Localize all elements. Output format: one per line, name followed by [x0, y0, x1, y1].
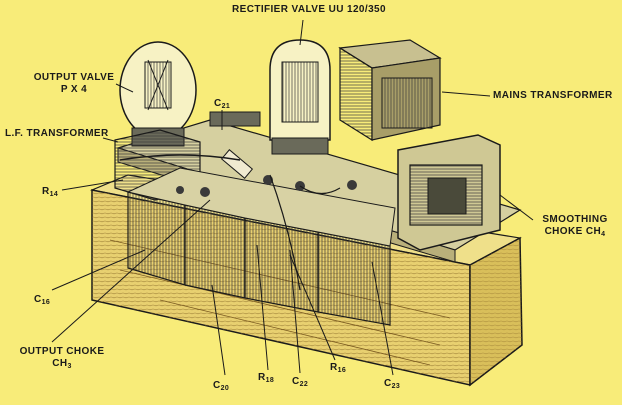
block-c16 [127, 191, 186, 286]
label-r14-sub: 14 [49, 191, 59, 198]
label-output-choke-line2-a: CH [52, 358, 68, 369]
mains-transformer-coil [381, 77, 433, 129]
leader-lines [51, 19, 534, 376]
terminal [347, 180, 357, 190]
output-valve [119, 41, 197, 147]
leader-c22 [289, 249, 301, 374]
label-output-choke: OUTPUT CHOKE CH3 [14, 346, 110, 373]
label-c16-sub: 16 [41, 299, 51, 306]
block-c23 [317, 231, 391, 326]
label-c23-main: C [384, 378, 392, 389]
label-output-valve-line1: OUTPUT VALVE [33, 72, 115, 83]
base-grain-line [159, 299, 431, 366]
label-smoothing-line2-sub: 4 [601, 231, 606, 238]
terminal [176, 186, 184, 194]
label-c23-sub: 23 [391, 383, 401, 390]
leader-mains-transformer [441, 91, 491, 97]
block-c22 [244, 217, 319, 313]
rectifier-valve-base [271, 137, 329, 155]
label-r18: R18 [258, 372, 274, 387]
component-blocks [126, 167, 396, 326]
label-c23: C23 [384, 378, 400, 393]
rectifier-valve [269, 39, 331, 155]
label-c16: C16 [34, 294, 50, 309]
leader-lf-transformer [102, 137, 119, 143]
label-output-choke-line1: OUTPUT CHOKE [19, 346, 105, 357]
leader-smoothing-choke [499, 194, 534, 221]
valve-holder-bracket [209, 111, 261, 127]
blocks-top [126, 167, 396, 247]
label-c21: C21 [214, 98, 230, 113]
terminal [200, 187, 210, 197]
leader-output-choke [51, 199, 211, 343]
leader-c20 [211, 284, 226, 376]
label-c16-main: C [34, 294, 42, 305]
label-mains-transformer: MAINS TRANSFORMER [493, 90, 613, 101]
leader-output-valve [115, 83, 134, 93]
leader-rectifier [299, 19, 304, 46]
label-output-valve-line2: P X 4 [60, 84, 88, 95]
smoothing-choke-winding [427, 177, 467, 215]
base-side-grain [470, 238, 522, 385]
leader-c23 [371, 261, 394, 376]
leader-r14 [61, 179, 124, 191]
block-c20 [184, 204, 246, 299]
label-c22-sub: 22 [299, 381, 309, 388]
output-valve-filament [147, 59, 169, 111]
smoothing-choke [397, 134, 501, 251]
label-c20-sub: 20 [220, 385, 230, 392]
label-r18-main: R [258, 372, 266, 383]
label-r16: R16 [330, 362, 346, 377]
label-r14-main: R [42, 186, 50, 197]
leader-r16 [289, 254, 336, 361]
label-rectifier-valve: RECTIFIER VALVE UU 120/350 [232, 4, 386, 15]
label-c21-sub: 21 [221, 103, 231, 110]
wire [119, 154, 241, 161]
label-smoothing-line2-a: CHOKE [544, 226, 583, 237]
label-c22-main: C [292, 376, 300, 387]
label-lf-transformer: L.F. TRANSFORMER [5, 128, 109, 139]
base-grain-line [119, 269, 441, 346]
leader-c16 [51, 249, 146, 291]
label-smoothing-choke: SMOOTHING CHOKE CH4 [528, 214, 622, 241]
label-c20-main: C [213, 380, 221, 391]
mains-transformer [338, 39, 442, 142]
resistor-r14 [220, 149, 254, 179]
label-c20: C20 [213, 380, 229, 395]
wire [299, 185, 341, 195]
label-r18-sub: 18 [265, 377, 275, 384]
label-output-choke-line2-sub: 3 [67, 363, 72, 370]
label-c21-main: C [214, 98, 222, 109]
label-r16-main: R [330, 362, 338, 373]
label-output-valve: OUTPUT VALVE P X 4 [30, 72, 118, 96]
rectifier-valve-electrode [281, 61, 319, 123]
label-r14: R14 [42, 186, 58, 201]
label-r16-sub: 16 [337, 367, 347, 374]
label-smoothing-line2-b: CH [585, 226, 602, 237]
wire [269, 174, 301, 291]
leader-r18 [256, 244, 269, 371]
label-c22: C22 [292, 376, 308, 391]
label-smoothing-line1: SMOOTHING [542, 214, 608, 225]
